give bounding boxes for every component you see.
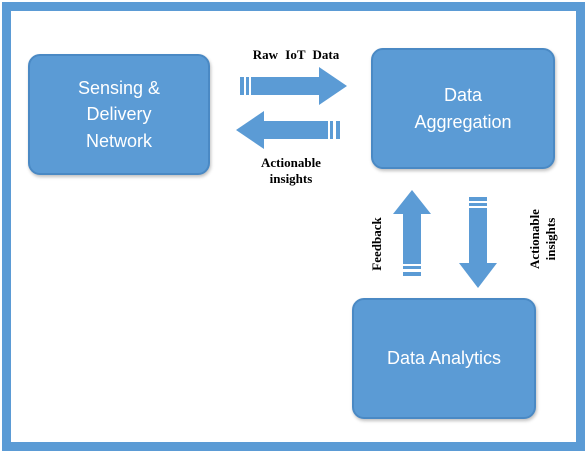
data-aggregation-node: Data Aggregation	[371, 48, 555, 169]
actionable-insights-label-horizontal: Actionable insights	[261, 155, 321, 187]
actionable-insights-left-arrow	[236, 111, 340, 149]
sensing-delivery-network-node: Sensing & Delivery Network	[28, 54, 210, 175]
actionable-insights-label-vertical: Actionable insights	[527, 209, 558, 269]
raw-data-arrow	[240, 67, 347, 105]
raw-iot-data-label: Raw IoT Data	[252, 47, 340, 62]
actionable-insights-down-arrow	[459, 197, 497, 288]
data-analytics-node: Data Analytics	[352, 298, 536, 419]
feedback-label: Feedback	[369, 217, 384, 271]
feedback-up-arrow	[393, 190, 431, 276]
